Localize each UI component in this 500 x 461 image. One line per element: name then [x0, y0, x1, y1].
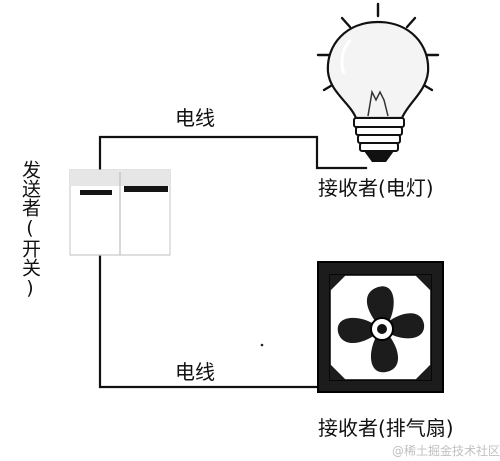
wire-label-bottom: 电线	[175, 360, 215, 384]
switch-icon	[69, 169, 171, 256]
receiver-lamp-label: 接收者(电灯)	[318, 176, 434, 200]
exhaust-fan-icon	[317, 261, 444, 393]
wire-to-fan	[98, 248, 332, 389]
wires	[98, 135, 368, 389]
scan-speck	[260, 343, 264, 347]
wire-label-top: 电线	[175, 106, 215, 130]
watermark: @稀土掘金技术社区	[392, 444, 500, 458]
wire-to-lamp	[98, 135, 368, 180]
light-bulb-icon	[316, 2, 440, 162]
sender-label: 发送者(开关)	[19, 160, 41, 299]
receiver-fan-label: 接收者(排气扇)	[318, 416, 454, 440]
